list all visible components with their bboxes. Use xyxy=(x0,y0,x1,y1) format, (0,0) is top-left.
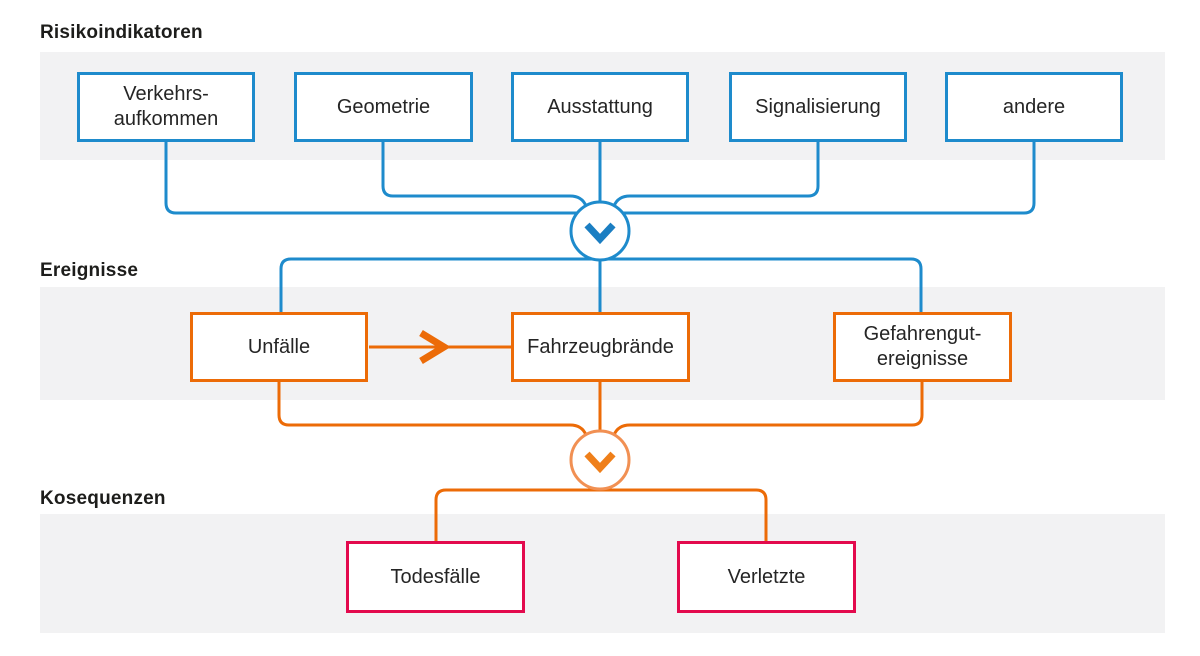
section-heading-risikoindikatoren: Risikoindikatoren xyxy=(40,22,203,43)
risk-box-andere: andere xyxy=(945,72,1123,142)
section-heading-kosequenzen: Kosequenzen xyxy=(40,488,166,509)
merge-circle-orange xyxy=(569,429,631,491)
risk-box-label: Verkehrs- aufkommen xyxy=(113,83,219,130)
connector-andere xyxy=(600,142,1036,215)
connector-verkehrsaufkommen xyxy=(164,142,600,215)
connector-geometrie xyxy=(381,142,588,207)
risk-box-label: andere xyxy=(1002,95,1066,118)
event-box-label: Gefahrengut- ereignisse xyxy=(863,323,982,370)
consequence-box-verletzte: Verletzte xyxy=(677,541,856,613)
consequence-box-label: Verletzte xyxy=(727,565,806,588)
connector-gefahrengut-down xyxy=(612,382,924,436)
risk-box-verkehrsaufkommen: Verkehrs- aufkommen xyxy=(77,72,255,142)
risk-box-geometrie: Geometrie xyxy=(294,72,473,142)
chevron-down-icon xyxy=(584,451,616,474)
arrowhead-icon xyxy=(419,330,451,364)
merge-circle-blue xyxy=(569,200,631,262)
event-box-gefahrengutereignisse: Gefahrengut- ereignisse xyxy=(833,312,1012,382)
consequences-section-band xyxy=(40,514,1165,633)
risk-box-label: Geometrie xyxy=(336,95,431,118)
connector-to-gefahrengut xyxy=(600,257,923,313)
connector-unfaelle-down xyxy=(277,382,588,436)
connector-signalisierung xyxy=(612,142,820,207)
consequence-box-todesfaelle: Todesfälle xyxy=(346,541,525,613)
risk-box-label: Ausstattung xyxy=(547,95,653,118)
connector-to-todesfaelle xyxy=(434,488,600,542)
event-box-label: Unfälle xyxy=(247,335,311,358)
event-box-label: Fahrzeugbrände xyxy=(527,335,674,358)
consequence-box-label: Todesfälle xyxy=(390,565,481,588)
event-box-fahrzeugbraende: Fahrzeugbrände xyxy=(511,312,690,382)
connector-to-unfaelle xyxy=(279,257,600,313)
chevron-down-icon xyxy=(584,222,616,245)
risk-box-signalisierung: Signalisierung xyxy=(729,72,907,142)
event-box-unfaelle: Unfälle xyxy=(190,312,368,382)
section-heading-ereignisse: Ereignisse xyxy=(40,260,139,281)
connector-to-verletzte xyxy=(600,488,768,542)
risk-box-ausstattung: Ausstattung xyxy=(511,72,689,142)
risk-box-label: Signalisierung xyxy=(755,95,881,118)
